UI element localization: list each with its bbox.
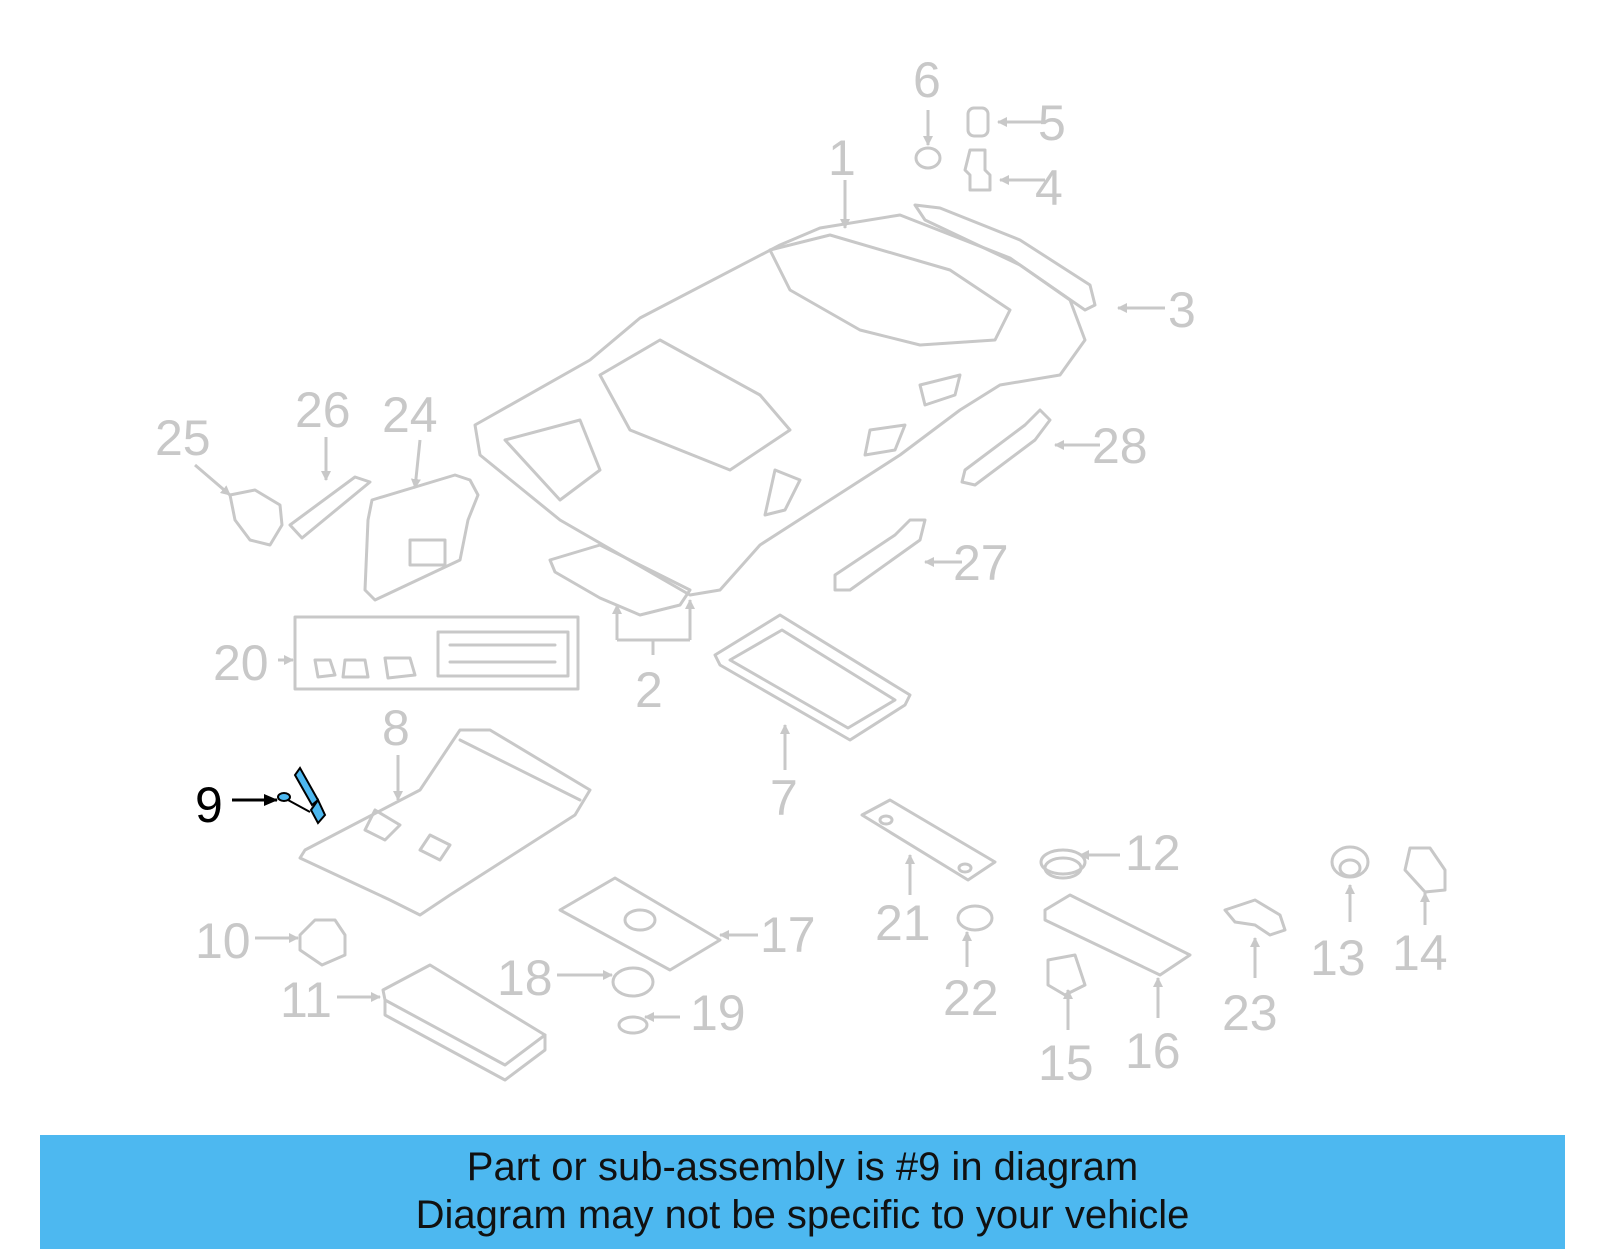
callout-13: 13 <box>1310 930 1366 986</box>
callout-19: 19 <box>690 985 746 1041</box>
arrows <box>194 110 1430 1030</box>
callout-12: 12 <box>1125 825 1181 881</box>
grommet-part-6[interactable] <box>914 146 942 170</box>
callout-3: 3 <box>1168 282 1196 338</box>
front-rail-part-3[interactable] <box>913 203 1097 312</box>
storage-box-part-11[interactable] <box>381 963 547 1082</box>
callout-23: 23 <box>1222 985 1278 1041</box>
insulator-part-17[interactable] <box>558 876 722 972</box>
vanity-mirror-part-26[interactable] <box>288 475 372 540</box>
bracket-part-2[interactable] <box>548 543 692 617</box>
banner-line-1: Part or sub-assembly is #9 in diagram <box>466 1145 1139 1189</box>
bracket-part-10[interactable] <box>298 918 347 967</box>
clip-part-4[interactable] <box>963 148 992 192</box>
pad-part-15[interactable] <box>1046 953 1087 997</box>
highlighted-part-9[interactable] <box>277 766 327 825</box>
callout-15: 15 <box>1038 1035 1094 1091</box>
fastener-part-13[interactable] <box>1330 845 1370 879</box>
pad-part-21[interactable] <box>860 798 997 882</box>
sunroof-panel-part-7[interactable] <box>713 613 912 742</box>
callout-5: 5 <box>1038 95 1066 151</box>
callout-14: 14 <box>1392 925 1448 981</box>
callout-labels: 1 2 3 4 5 6 7 8 9 10 11 12 13 14 15 16 1… <box>155 52 1448 1091</box>
callout-11: 11 <box>280 972 332 1028</box>
callout-1: 1 <box>828 130 856 186</box>
button-part-18[interactable] <box>611 966 655 998</box>
banner-line-2: Diagram may not be specific to your vehi… <box>415 1193 1190 1237</box>
plug-part-22[interactable] <box>956 904 994 932</box>
clip-part-14[interactable] <box>1403 846 1447 894</box>
callout-18: 18 <box>497 950 553 1006</box>
callout-25: 25 <box>155 410 211 466</box>
callout-21: 21 <box>875 895 931 951</box>
callout-8: 8 <box>382 700 410 756</box>
kit-box-part-20[interactable] <box>293 615 580 691</box>
sunvisor-part-24[interactable] <box>363 473 480 602</box>
callout-4: 4 <box>1035 160 1063 216</box>
hook-part-23[interactable] <box>1223 898 1287 937</box>
callout-27: 27 <box>953 535 1009 591</box>
callout-6: 6 <box>913 52 941 108</box>
info-banner: Part or sub-assembly is #9 in diagram Di… <box>40 1135 1565 1249</box>
cap-part-5[interactable] <box>966 106 990 138</box>
callout-20: 20 <box>213 635 269 691</box>
callout-26: 26 <box>295 382 351 438</box>
grab-handle-part-28[interactable] <box>960 408 1052 487</box>
callout-2: 2 <box>635 662 663 718</box>
callout-9-selected: 9 <box>195 777 223 833</box>
callout-17: 17 <box>760 907 816 963</box>
visor-clip-part-25[interactable] <box>228 488 284 547</box>
callout-7: 7 <box>770 770 798 826</box>
grab-handle-part-27[interactable] <box>833 518 927 592</box>
callout-22: 22 <box>943 970 999 1026</box>
clip-part-19[interactable] <box>617 1015 649 1035</box>
callout-28: 28 <box>1092 418 1148 474</box>
headliner-part-1[interactable] <box>473 213 1087 597</box>
clip-part-12[interactable] <box>1039 848 1087 880</box>
callout-16: 16 <box>1125 1023 1181 1079</box>
overhead-console-part-8[interactable] <box>298 728 592 917</box>
callout-10: 10 <box>195 913 251 969</box>
insulator-part-16[interactable] <box>1043 893 1192 977</box>
callout-24: 24 <box>382 387 438 443</box>
